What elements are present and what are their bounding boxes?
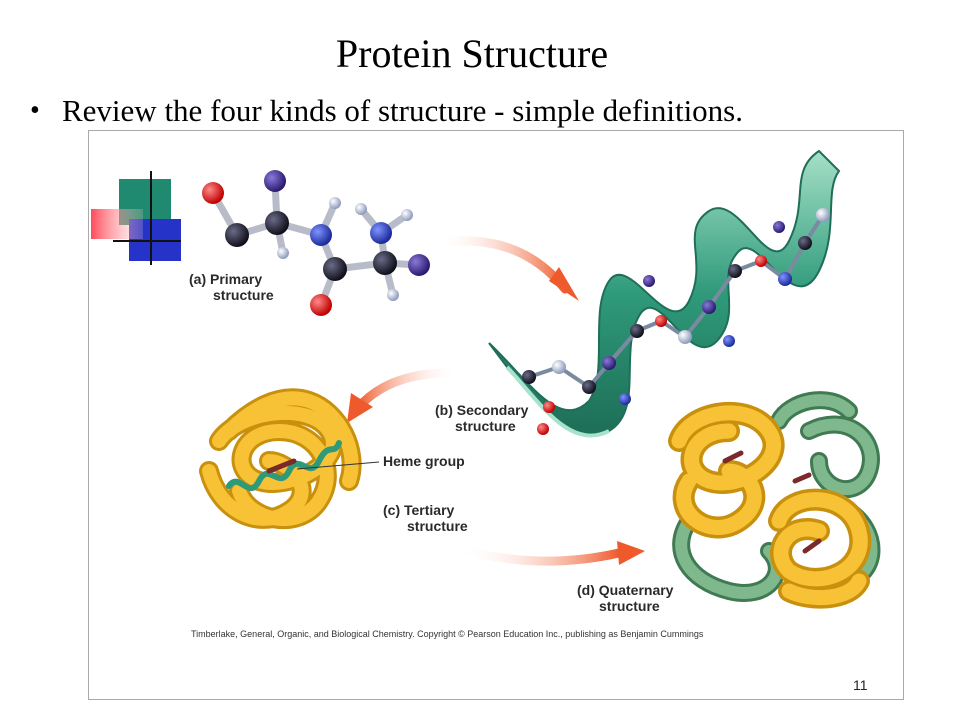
primary-structure-molecule xyxy=(202,170,430,316)
label-heme-group: Heme group xyxy=(383,453,465,469)
slide-logo-icon xyxy=(91,171,181,265)
figure-canvas: (a) Primary structure xyxy=(91,149,881,693)
label-quaternary-letter: (d) Quaternary xyxy=(577,582,674,598)
bullet-text: Review the four kinds of structure - sim… xyxy=(62,93,744,128)
label-tertiary-letter: (c) Tertiary xyxy=(383,502,455,518)
arrow-head-icon xyxy=(617,541,645,565)
bullet-item: • Review the four kinds of structure - s… xyxy=(30,88,743,134)
label-secondary-word: structure xyxy=(455,418,516,434)
page-number: 11 xyxy=(853,677,868,693)
arrow-head-icon xyxy=(347,393,373,423)
slide-title: Protein Structure xyxy=(335,31,609,76)
heme-pointer xyxy=(296,461,380,470)
label-tertiary-word: structure xyxy=(407,518,468,534)
secondary-structure-helix xyxy=(488,149,841,438)
label-secondary-letter: (b) Secondary xyxy=(435,402,529,418)
bullet-dot-icon: • xyxy=(30,95,40,126)
label-quaternary-word: structure xyxy=(599,598,660,614)
arrow-head-icon xyxy=(549,267,579,301)
tertiary-structure-model xyxy=(199,388,362,529)
label-primary-letter: (a) Primary xyxy=(189,271,262,287)
figure-credit: Timberlake, General, Organic, and Biolog… xyxy=(191,629,704,639)
arrow-primary-to-secondary xyxy=(432,236,570,294)
quaternary-structure-model xyxy=(668,391,881,609)
protein-structure-figure: (a) Primary structure xyxy=(88,130,904,700)
label-primary-word: structure xyxy=(213,287,274,303)
arrow-tertiary-to-quaternary xyxy=(454,544,624,566)
